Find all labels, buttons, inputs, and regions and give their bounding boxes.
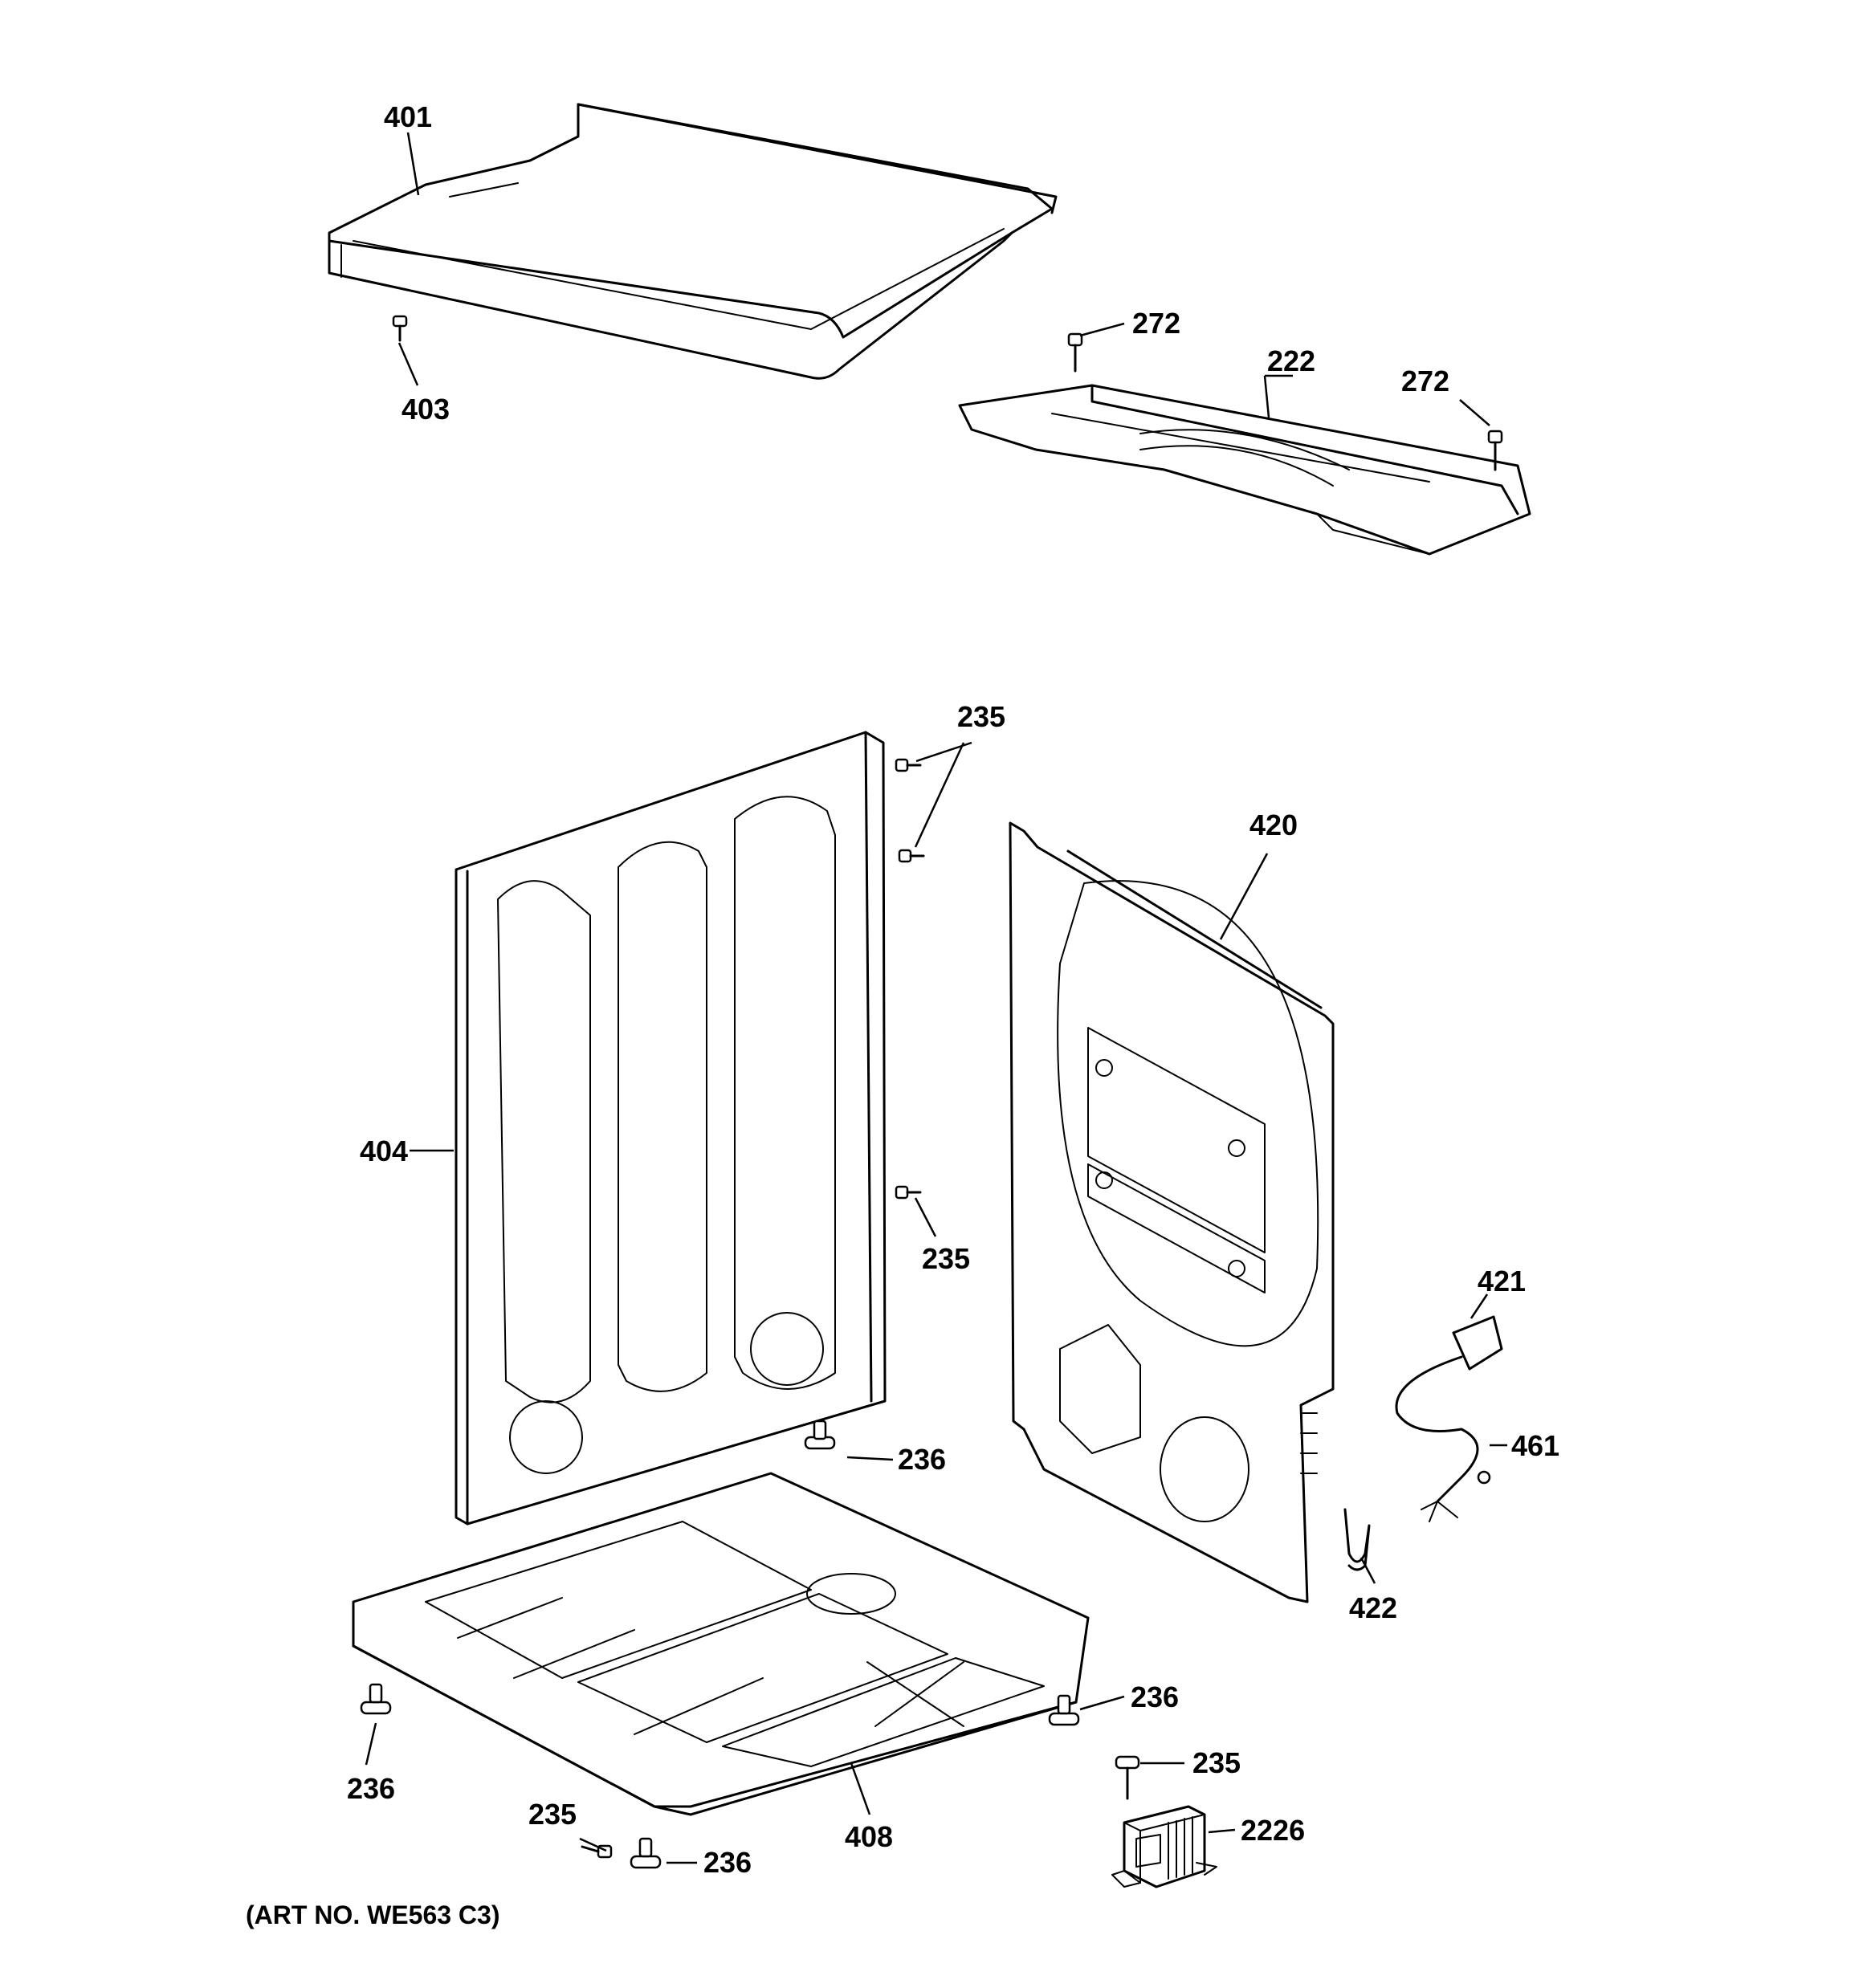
screw-235-mid xyxy=(895,1185,922,1200)
callout-235-right: 235 xyxy=(1192,1746,1241,1779)
callout-422: 422 xyxy=(1349,1591,1397,1624)
screw-235-top2 xyxy=(898,849,925,863)
callout-2226: 2226 xyxy=(1241,1814,1305,1847)
foot-236-bottom xyxy=(630,1837,662,1869)
art-number: (ART NO. WE563 C3) xyxy=(246,1900,499,1929)
foot-236-right xyxy=(1048,1694,1080,1726)
leader-lines xyxy=(365,132,1507,1864)
callout-236-bottom: 236 xyxy=(703,1846,752,1879)
callout-461: 461 xyxy=(1511,1429,1559,1462)
callout-272-left: 272 xyxy=(1132,307,1180,340)
callout-272-right: 272 xyxy=(1401,365,1449,397)
callout-222: 222 xyxy=(1267,344,1315,377)
callout-421: 421 xyxy=(1478,1265,1526,1297)
component-2226 xyxy=(1111,1805,1217,1888)
screw-235-top1 xyxy=(895,758,922,772)
screw-403 xyxy=(392,315,408,342)
screw-235-bottom xyxy=(581,1844,613,1859)
callout-236-right: 236 xyxy=(1131,1680,1179,1713)
callout-236-left: 236 xyxy=(347,1772,395,1805)
callout-236-top: 236 xyxy=(898,1443,946,1476)
callout-235-bottom: 235 xyxy=(528,1798,577,1831)
base-408 xyxy=(352,1472,1090,1816)
screw-235-2226 xyxy=(1115,1755,1140,1800)
foot-236-left xyxy=(360,1683,392,1715)
top-panel-401 xyxy=(328,103,1058,380)
callout-401: 401 xyxy=(384,100,432,133)
clip-422 xyxy=(1343,1508,1371,1571)
callout-235-top: 235 xyxy=(957,700,1005,733)
callout-408: 408 xyxy=(845,1820,893,1853)
screw-272-left xyxy=(1067,332,1083,373)
rear-bracket-222 xyxy=(958,384,1531,556)
power-cord-421 xyxy=(1395,1315,1503,1522)
callout-235-mid: 235 xyxy=(922,1242,970,1275)
screw-272-right xyxy=(1487,430,1503,471)
foot-236-top xyxy=(804,1420,836,1450)
callout-420: 420 xyxy=(1249,809,1298,841)
callout-404: 404 xyxy=(360,1135,408,1167)
side-panel-404 xyxy=(455,731,887,1526)
rear-panel-420 xyxy=(1009,821,1335,1603)
callout-403: 403 xyxy=(402,393,450,426)
